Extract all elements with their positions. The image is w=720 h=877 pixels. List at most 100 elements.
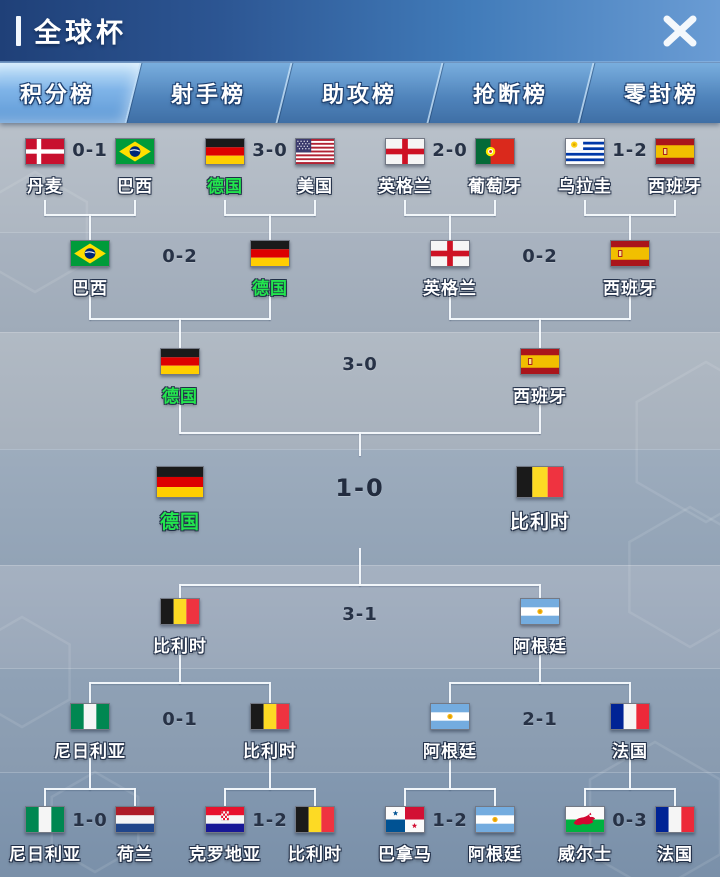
bracket-band-qf-bottom [0,668,720,772]
team-name: 荷兰 [117,845,153,865]
team-name: 阿根廷 [423,742,477,762]
team-name: 巴拿马 [378,845,432,865]
tab-scorers-label: 射手榜 [171,83,247,108]
flag-nigeria-icon [25,806,65,833]
team-name: 德国 [162,387,198,407]
flag-netherlands-icon [115,806,155,833]
tab-bar: 积分榜 射手榜 助攻榜 抢断榜 零封榜 [0,62,720,123]
flag-argentina-icon [430,703,470,730]
team-slot: 西班牙 [625,138,720,197]
flag-spain-icon [655,138,695,165]
bracket-band-final [0,449,720,565]
team-name: 乌拉圭 [558,177,612,197]
match-score: 0-2 [522,246,558,267]
flag-belgium-icon [295,806,335,833]
tab-cleansheets[interactable]: 零封榜 [579,63,720,123]
team-name: 美国 [297,177,333,197]
match-score: 0-1 [162,709,198,730]
close-icon [663,15,697,46]
flag-spain-icon [520,348,560,375]
flag-england-icon [385,138,425,165]
flag-argentina-icon [475,806,515,833]
team-slot-final: 德国 [130,466,230,534]
team-slot: 英格兰 [355,138,455,197]
flag-brazil-icon [115,138,155,165]
team-name: 葡萄牙 [468,177,522,197]
flag-panama-icon [385,806,425,833]
match-score: 1-2 [612,140,648,161]
team-slot: 巴西 [85,138,185,197]
flag-germany-icon [250,240,290,267]
flag-england-icon [430,240,470,267]
team-slot: 丹麦 [0,138,95,197]
team-name: 德国 [207,177,243,197]
tab-points-label: 积分榜 [20,83,96,108]
team-slot: 德国 [175,138,275,197]
team-slot: 阿根廷 [400,703,500,762]
team-name: 巴西 [72,279,108,299]
flag-spain-icon [610,240,650,267]
team-name: 尼日利亚 [9,845,81,865]
final-score: 1-0 [335,474,385,502]
team-name: 德国 [159,511,200,533]
team-name: 英格兰 [378,177,432,197]
team-slot: 克罗地亚 [175,806,275,865]
team-name: 西班牙 [513,387,567,407]
flag-germany-icon [156,466,204,498]
team-slot: 比利时 [265,806,365,865]
team-slot: 阿根廷 [445,806,545,865]
team-name: 尼日利亚 [54,742,126,762]
team-name: 阿根廷 [468,845,522,865]
team-slot: 德国 [220,240,320,299]
team-slot: 比利时 [220,703,320,762]
tab-assists-label: 助攻榜 [322,83,398,108]
match-score: 2-1 [522,709,558,730]
bracket-band-qf-top [0,232,720,332]
tab-cleansheets-label: 零封榜 [624,83,700,108]
flag-brazil-icon [70,240,110,267]
match-score: 3-1 [342,604,378,625]
team-slot: 威尔士 [535,806,635,865]
team-name: 法国 [612,742,648,762]
team-name: 威尔士 [558,845,612,865]
flag-denmark-icon [25,138,65,165]
flag-wales-icon [565,806,605,833]
tab-assists[interactable]: 助攻榜 [277,63,444,123]
team-slot: 英格兰 [400,240,500,299]
flag-nigeria-icon [70,703,110,730]
team-slot-final: 比利时 [490,466,590,534]
team-name: 巴西 [117,177,153,197]
team-name: 比利时 [288,845,342,865]
team-name: 德国 [252,279,288,299]
team-slot: 法国 [625,806,720,865]
team-name: 英格兰 [423,279,477,299]
team-slot: 巴西 [40,240,140,299]
match-score: 0-3 [612,810,648,831]
team-slot: 美国 [265,138,365,197]
flag-belgium-icon [160,598,200,625]
flag-germany-icon [205,138,245,165]
tab-scorers[interactable]: 射手榜 [126,63,293,123]
match-score: 3-0 [342,354,378,375]
title-accent-bar [16,15,21,46]
close-button[interactable] [656,9,704,53]
match-score: 1-2 [432,810,468,831]
team-slot: 荷兰 [85,806,185,865]
team-name: 法国 [657,845,693,865]
flag-usa-icon [295,138,335,165]
bracket-band-sf-top [0,332,720,449]
team-name: 克罗地亚 [189,845,261,865]
tab-points[interactable]: 积分榜 [0,63,142,123]
match-score: 2-0 [432,140,468,161]
match-score: 1-2 [252,810,288,831]
team-slot: 比利时 [130,598,230,657]
tab-steals[interactable]: 抢断榜 [428,63,595,123]
flag-uruguay-icon [565,138,605,165]
flag-belgium-icon [516,466,564,498]
flag-france-icon [655,806,695,833]
flag-germany-icon [160,348,200,375]
match-score: 3-0 [252,140,288,161]
match-score: 0-2 [162,246,198,267]
team-name: 比利时 [509,511,570,533]
